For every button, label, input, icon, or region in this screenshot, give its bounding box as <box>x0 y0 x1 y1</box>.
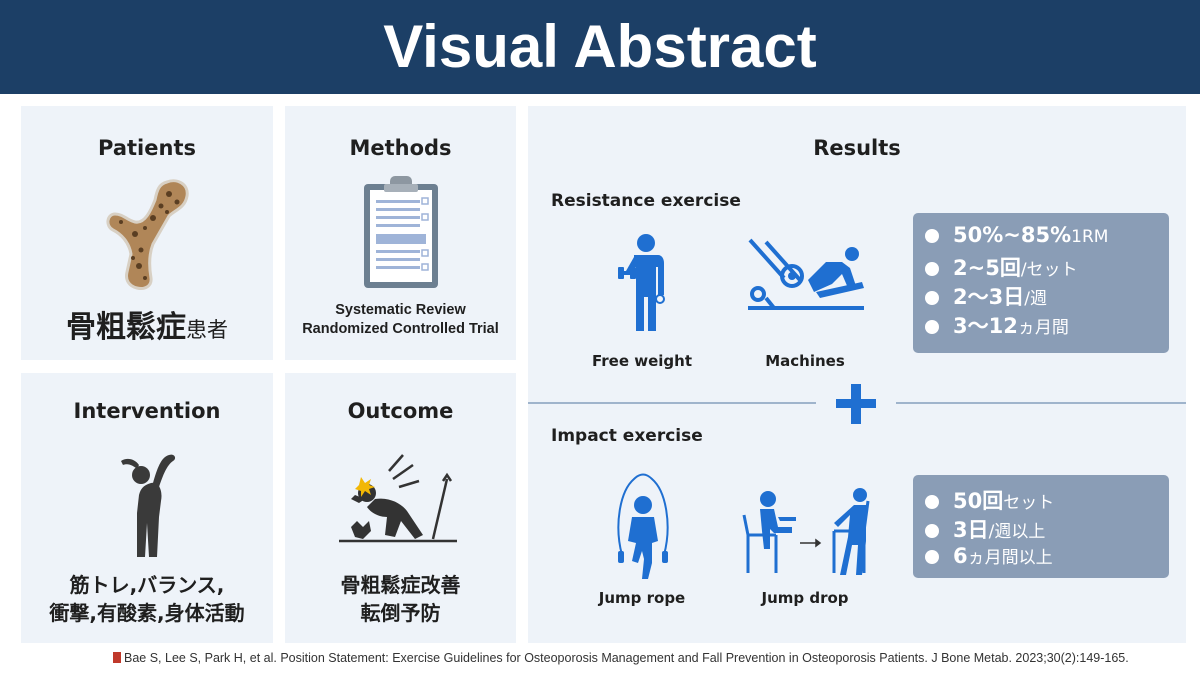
outcome-line-2: 転倒予防 <box>360 601 441 625</box>
weight-machine-icon <box>748 238 864 310</box>
free-weight-person-icon <box>618 234 665 331</box>
intervention-caption: 筋トレ,バランス, 衝撃,有酸素,身体活動 <box>21 571 273 627</box>
clipboard-icon <box>364 176 438 288</box>
bullet-icon <box>925 524 939 538</box>
bullet-icon <box>925 320 939 334</box>
stretching-person-icon <box>121 454 176 557</box>
outcome-caption: 骨粗鬆症改善 転倒予防 <box>285 571 516 627</box>
patients-caption-main: 骨粗鬆症 <box>66 310 186 345</box>
header-bar: Visual Abstract <box>0 0 1200 94</box>
free-weight-label: Free weight <box>591 352 692 370</box>
patients-title: Patients <box>98 136 196 160</box>
patients-panel: Patients 骨粗鬆症患者 <box>21 106 273 360</box>
intervention-line-2: 衝撃,有酸素,身体活動 <box>49 601 245 625</box>
resistance-item: 2~5回/セット <box>925 252 1169 281</box>
page-title: Visual Abstract <box>383 13 817 80</box>
patients-caption-sub: 患者 <box>186 318 228 342</box>
outcome-title: Outcome <box>347 399 454 423</box>
outcome-line-1: 骨粗鬆症改善 <box>340 573 461 597</box>
jump-drop-person-icon <box>742 488 870 575</box>
intervention-panel: Intervention 筋トレ,バランス, 衝撃,有酸素,身体活動 <box>21 373 273 643</box>
resistance-item: 2〜3日/週 <box>925 281 1169 310</box>
impact-item: 50回セット <box>925 485 1169 514</box>
resistance-item: 50%~85%1RM <box>925 223 1169 252</box>
citation-text: Bae S, Lee S, Park H, et al. Position St… <box>124 651 1129 665</box>
impact-item: 3日/週以上 <box>925 514 1169 543</box>
methods-title: Methods <box>349 136 452 160</box>
bullet-icon <box>925 291 939 305</box>
falling-person-icon <box>339 454 457 543</box>
results-title: Results <box>813 136 901 160</box>
bullet-icon <box>925 550 939 564</box>
femur-bone-icon <box>106 179 189 290</box>
jump-drop-label: Jump drop <box>761 589 849 607</box>
jump-rope-person-icon <box>617 473 669 579</box>
bullet-icon <box>925 229 939 243</box>
jump-rope-label: Jump rope <box>598 589 686 607</box>
outcome-panel: Outcome 骨粗鬆症改善 転倒予防 <box>285 373 516 643</box>
citation: Bae S, Lee S, Park H, et al. Position St… <box>113 651 1193 665</box>
methods-caption: Systematic Review Randomized Controlled … <box>285 301 516 339</box>
section-divider-left <box>528 402 816 404</box>
methods-line-1: Systematic Review <box>335 302 466 318</box>
impact-exercise-title: Impact exercise <box>551 426 703 446</box>
book-icon <box>113 652 121 663</box>
section-divider-right <box>896 402 1186 404</box>
bullet-icon <box>925 495 939 509</box>
intervention-line-1: 筋トレ,バランス, <box>69 573 225 597</box>
intervention-title: Intervention <box>73 399 221 423</box>
bullet-icon <box>925 262 939 276</box>
results-panel: Results Resistance exercise Free weight <box>528 106 1186 643</box>
machines-label: Machines <box>765 352 845 370</box>
methods-panel: Methods Systematic Review Randomized Con… <box>285 106 516 360</box>
plus-icon-vertical <box>851 384 861 424</box>
methods-line-2: Randomized Controlled Trial <box>302 321 499 337</box>
resistance-exercise-title: Resistance exercise <box>551 191 741 211</box>
patients-caption: 骨粗鬆症患者 <box>21 302 273 346</box>
